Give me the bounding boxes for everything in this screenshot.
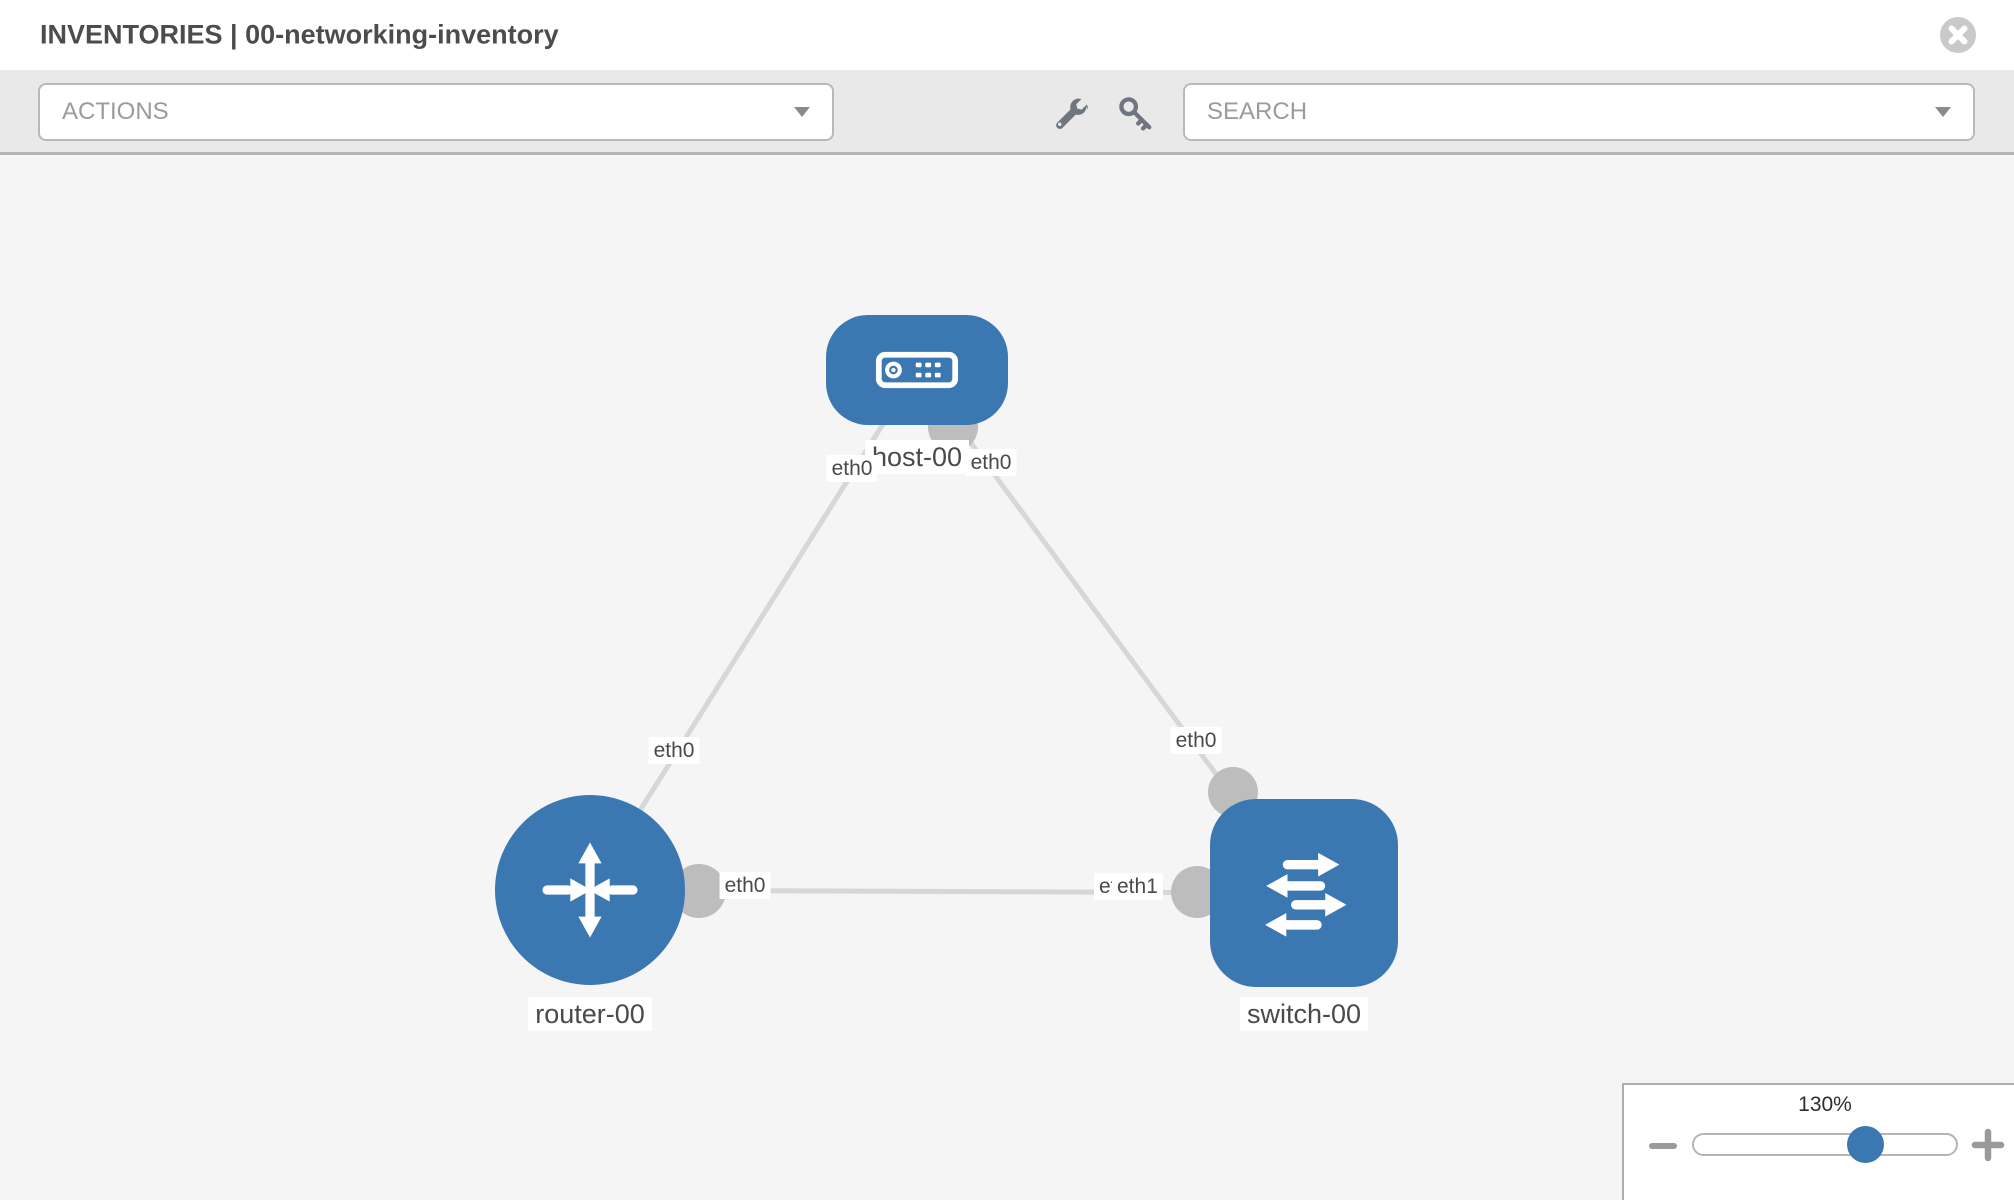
chevron-down-icon xyxy=(794,107,810,117)
zoom-slider-track[interactable] xyxy=(1692,1133,1958,1156)
search-dropdown[interactable] xyxy=(1183,83,1975,141)
port-label-router-right: eth0 xyxy=(719,872,771,899)
host-icon xyxy=(875,351,959,389)
plus-icon[interactable] xyxy=(1970,1127,2006,1163)
key-button[interactable] xyxy=(1112,90,1158,136)
minus-icon[interactable] xyxy=(1648,1131,1678,1161)
node-host-00[interactable] xyxy=(826,315,1008,425)
page-title: INVENTORIES | 00-networking-inventory xyxy=(40,19,559,50)
wrench-icon xyxy=(1056,98,1089,129)
zoom-level-label: 130% xyxy=(1798,1093,1852,1116)
chevron-down-icon xyxy=(1935,107,1951,117)
port-label-host-left: eth0 xyxy=(826,455,878,482)
switch-icon xyxy=(1265,852,1347,937)
node-label-switch: switch-00 xyxy=(1239,997,1369,1031)
port-label-switch-top: eth0 xyxy=(1170,727,1222,754)
port-label-host-right: eth0 xyxy=(965,449,1017,476)
port-label-switch-left-front: eth1 xyxy=(1112,873,1163,900)
header: INVENTORIES | 00-networking-inventory xyxy=(0,0,2014,70)
zoom-panel: 130% xyxy=(1622,1083,2014,1200)
node-router-00[interactable] xyxy=(495,795,685,985)
key-icon xyxy=(1119,97,1152,131)
interface-dot xyxy=(672,864,726,918)
router-icon xyxy=(542,842,638,938)
node-label-host: host-00 xyxy=(864,440,970,474)
port-label-router-top: eth0 xyxy=(648,737,700,764)
wrench-button[interactable] xyxy=(1048,90,1094,136)
zoom-slider-thumb[interactable] xyxy=(1847,1126,1884,1163)
node-switch-00[interactable] xyxy=(1210,799,1398,987)
toolbar: ACTIONS xyxy=(0,70,2014,155)
actions-dropdown-label: ACTIONS xyxy=(62,98,169,125)
search-input[interactable] xyxy=(1207,98,1935,126)
actions-dropdown[interactable]: ACTIONS xyxy=(38,83,834,141)
node-label-router: router-00 xyxy=(528,997,652,1031)
close-icon[interactable] xyxy=(1939,16,1977,54)
